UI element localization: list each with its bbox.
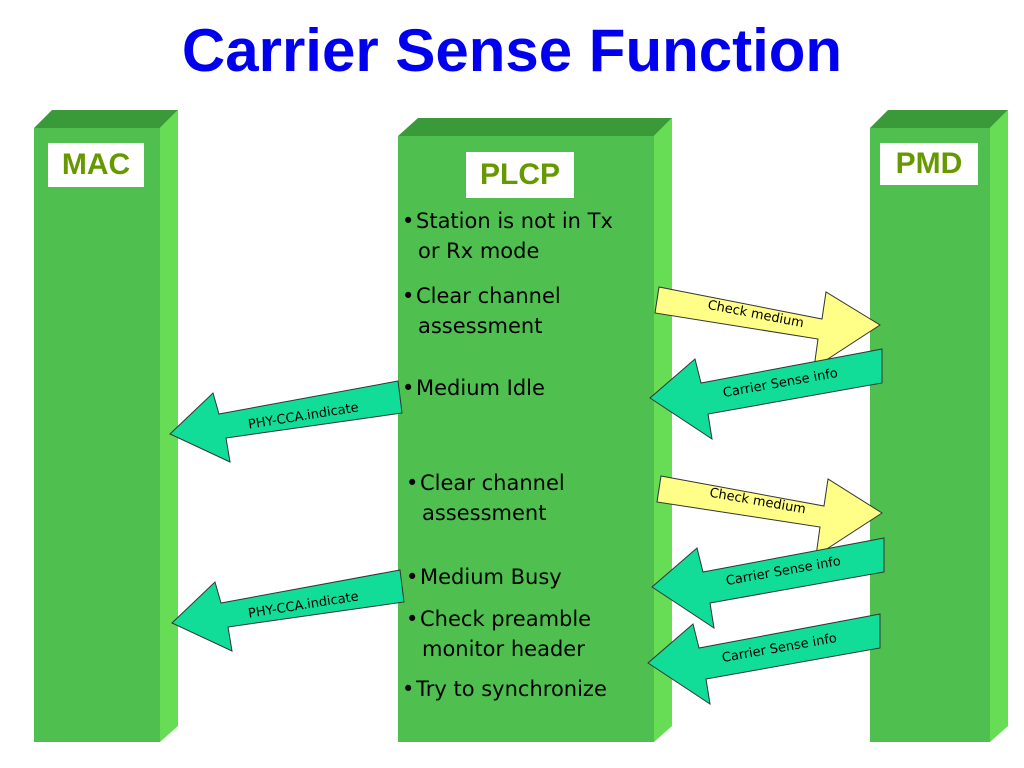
bullet-dot: •: [402, 677, 415, 701]
bullet-line: Check preamble: [420, 607, 592, 631]
bullet-line: monitor header: [422, 637, 585, 661]
mac-column: [34, 110, 178, 742]
bullet-line: Medium Idle: [416, 376, 545, 400]
bullet-station-mode: •Station is not in Tx or Rx mode: [402, 206, 613, 266]
bullet-dot: •: [402, 284, 415, 308]
bullet-line: Clear channel: [416, 284, 561, 308]
bullet-dot: •: [406, 471, 419, 495]
plcp-label: PLCP: [466, 152, 574, 198]
bullet-dot: •: [402, 209, 415, 233]
check-medium-arrow-2: Check medium: [656, 475, 883, 558]
carrier-sense-arrow-2: Carrier Sense info: [651, 537, 885, 630]
bullet-clear-channel-1: •Clear channel assessment: [402, 281, 561, 341]
page-title: Carrier Sense Function: [181, 17, 843, 84]
pmd-label: PMD: [880, 143, 978, 185]
bullet-line: assessment: [422, 501, 547, 525]
bullet-dot: •: [406, 565, 419, 589]
bullet-line: Station is not in Tx: [416, 209, 613, 233]
mac-label: MAC: [48, 143, 144, 187]
bullet-medium-idle: •Medium Idle: [402, 373, 545, 403]
bullet-clear-channel-2: •Clear channel assessment: [406, 468, 565, 528]
bullet-medium-busy: •Medium Busy: [406, 562, 562, 592]
bullet-line: or Rx mode: [418, 239, 540, 263]
bullet-line: assessment: [418, 314, 543, 338]
plcp-column: [398, 118, 672, 742]
bullet-dot: •: [402, 376, 415, 400]
bullet-line: Try to synchronize: [416, 677, 607, 701]
phy-cca-arrow-1: PHY-CCA.indicate: [169, 380, 403, 463]
bullet-check-preamble: •Check preamble monitor header: [406, 604, 591, 664]
bullet-line: Clear channel: [420, 471, 565, 495]
bullet-dot: •: [406, 607, 419, 631]
bullet-line: Medium Busy: [420, 565, 562, 589]
carrier-sense-arrow-3: Carrier Sense info: [647, 613, 881, 706]
phy-cca-arrow-2: PHY-CCA.indicate: [171, 569, 405, 652]
carrier-sense-arrow-1: Carrier Sense info: [649, 348, 883, 441]
check-medium-arrow-1: Check medium: [654, 286, 881, 370]
bullet-try-synchronize: •Try to synchronize: [402, 674, 607, 704]
pmd-column: [870, 110, 1008, 742]
